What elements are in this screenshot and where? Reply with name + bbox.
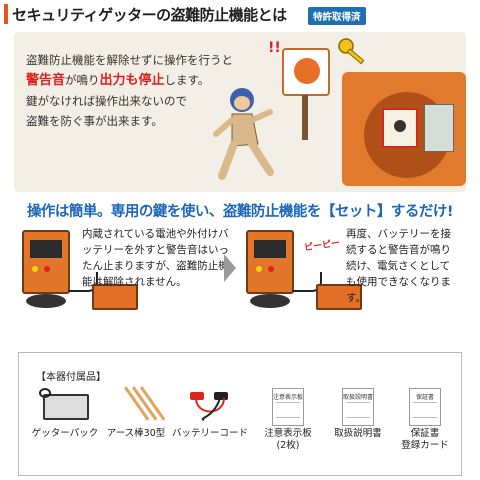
- sign-doc-lines: [276, 402, 300, 418]
- device-screen: [30, 240, 62, 258]
- instruction-heading: 操作は簡単。専用の鍵を使い、盗難防止機能を【セット】するだけ!: [26, 204, 454, 220]
- accessory-label: 取扱説明書: [334, 428, 382, 439]
- device-led-yellow: [32, 266, 38, 272]
- warranty-doc: 保証書: [409, 388, 441, 426]
- page-title: セキュリティゲッターの盗難防止機能とは: [12, 6, 287, 24]
- anti-theft-line-1: 盗難防止機能を解除せずに操作を行うと: [26, 53, 233, 67]
- fence-energizer-device: [22, 230, 70, 294]
- machine-key-slot-icon: [394, 120, 406, 132]
- accessory-label: ゲッターパック: [31, 428, 99, 439]
- anti-theft-line-3: 鍵がなければ操作出来ないので: [26, 94, 187, 108]
- device-led-red: [44, 266, 50, 272]
- accessories-box: [18, 352, 462, 476]
- manual-doc-lines: [346, 402, 370, 418]
- beep-sound-text: ピーピー: [303, 238, 341, 254]
- accessory-label: バッテリーコード: [171, 428, 248, 439]
- red-clip-icon: [190, 392, 204, 400]
- battery-wire: [292, 272, 322, 292]
- accessory-earth-rod: アース棒30型: [100, 386, 172, 440]
- accessory-label-sub: 登録カード: [401, 440, 449, 451]
- scene-right-text: 再度、バッテリーを接続すると警告音が鳴り続け、電気さくとしても使用できなくなりま…: [346, 228, 451, 304]
- sounds-text: が鳴り: [65, 73, 100, 87]
- warning-sound-text: 警告音: [26, 73, 66, 88]
- warning-sign-icon: 注意表示板: [262, 386, 314, 426]
- output-stop-text: 出力も停止: [99, 73, 165, 88]
- accessory-label: アース棒30型: [106, 428, 166, 439]
- accessory-label: 注意表示板 (2枚): [260, 428, 316, 452]
- warranty-doc-lines: [413, 402, 437, 418]
- manual-icon: 取扱説明書: [332, 386, 384, 426]
- battery-pack: [316, 284, 362, 310]
- manual-doc: 取扱説明書: [342, 388, 374, 426]
- device-led-yellow: [256, 266, 262, 272]
- getter-pack-icon: [39, 386, 91, 424]
- alarm-sparks: !!: [268, 40, 281, 56]
- title-bar: セキュリティゲッターの盗難防止機能とは 特許取得済: [0, 0, 480, 28]
- device-base: [26, 294, 66, 308]
- cord-wire-icon: [195, 397, 225, 421]
- device-screen: [254, 240, 286, 258]
- key-icon: [338, 38, 365, 65]
- anti-theft-line-4: 盗難を防ぐ事が出来ます。: [26, 114, 163, 128]
- accessory-battery-cord: バッテリーコード: [170, 386, 250, 440]
- battery-pack: [92, 284, 138, 310]
- siren-face-icon: [294, 58, 320, 84]
- patent-badge: 特許取得済: [308, 7, 366, 25]
- scene-left-text: 内蔵されている電池や外付けバッテリーを外すと警告音はいったん止まりますが、盗難防…: [82, 228, 229, 288]
- accessory-label-sub: (2枚): [276, 440, 300, 451]
- battery-cord-icon: [184, 386, 236, 424]
- siren-post: [302, 95, 308, 140]
- accessory-getter-pack: ゲッターパック: [30, 386, 100, 440]
- accessory-label: 保証書 登録カード: [394, 428, 456, 452]
- thief-illustration: [213, 88, 274, 180]
- accessory-warranty: 保証書 保証書 登録カード: [394, 386, 456, 452]
- accessories-title: 【本器付属品】: [36, 372, 106, 383]
- machine-photo: [342, 72, 466, 186]
- accessory-warning-sign: 注意表示板 注意表示板 (2枚): [260, 386, 316, 452]
- anti-theft-line-2: 警告音が鳴り出力も停止します。: [26, 70, 266, 91]
- warranty-icon: 保証書: [399, 386, 451, 426]
- title-stripe: [4, 4, 8, 24]
- pack-clip-icon: [39, 388, 51, 398]
- earth-rod-icon: [110, 386, 166, 424]
- pack-body: [43, 394, 89, 420]
- alarm-siren-illustration: [282, 48, 330, 96]
- scene-battery-removed: 内蔵されている電池や外付けバッテリーを外すと警告音はいったん止まりますが、盗難防…: [20, 222, 234, 336]
- device-base: [250, 294, 290, 308]
- machine-side-panel: [424, 104, 454, 152]
- device-led-red: [268, 266, 274, 272]
- scene-battery-reconnected: ピーピー 再度、バッテリーを接続すると警告音が鳴り続け、電気さくとしても使用でき…: [244, 222, 458, 336]
- battery-wire: [68, 272, 98, 292]
- black-clip-icon: [214, 392, 228, 400]
- next-arrow-icon: [224, 254, 236, 282]
- accessory-label-main: 注意表示板: [264, 428, 312, 439]
- machine-front-panel: [382, 108, 418, 148]
- fence-energizer-device: [246, 230, 294, 294]
- accessory-label-main: 保証書: [410, 428, 440, 439]
- does-text: します。: [164, 73, 210, 87]
- anti-theft-description: 盗難防止機能を解除せずに操作を行うと 警告音が鳴り出力も停止します。 鍵がなけれ…: [26, 50, 266, 131]
- sign-doc: 注意表示板: [272, 388, 304, 426]
- accessory-manual: 取扱説明書 取扱説明書: [328, 386, 388, 440]
